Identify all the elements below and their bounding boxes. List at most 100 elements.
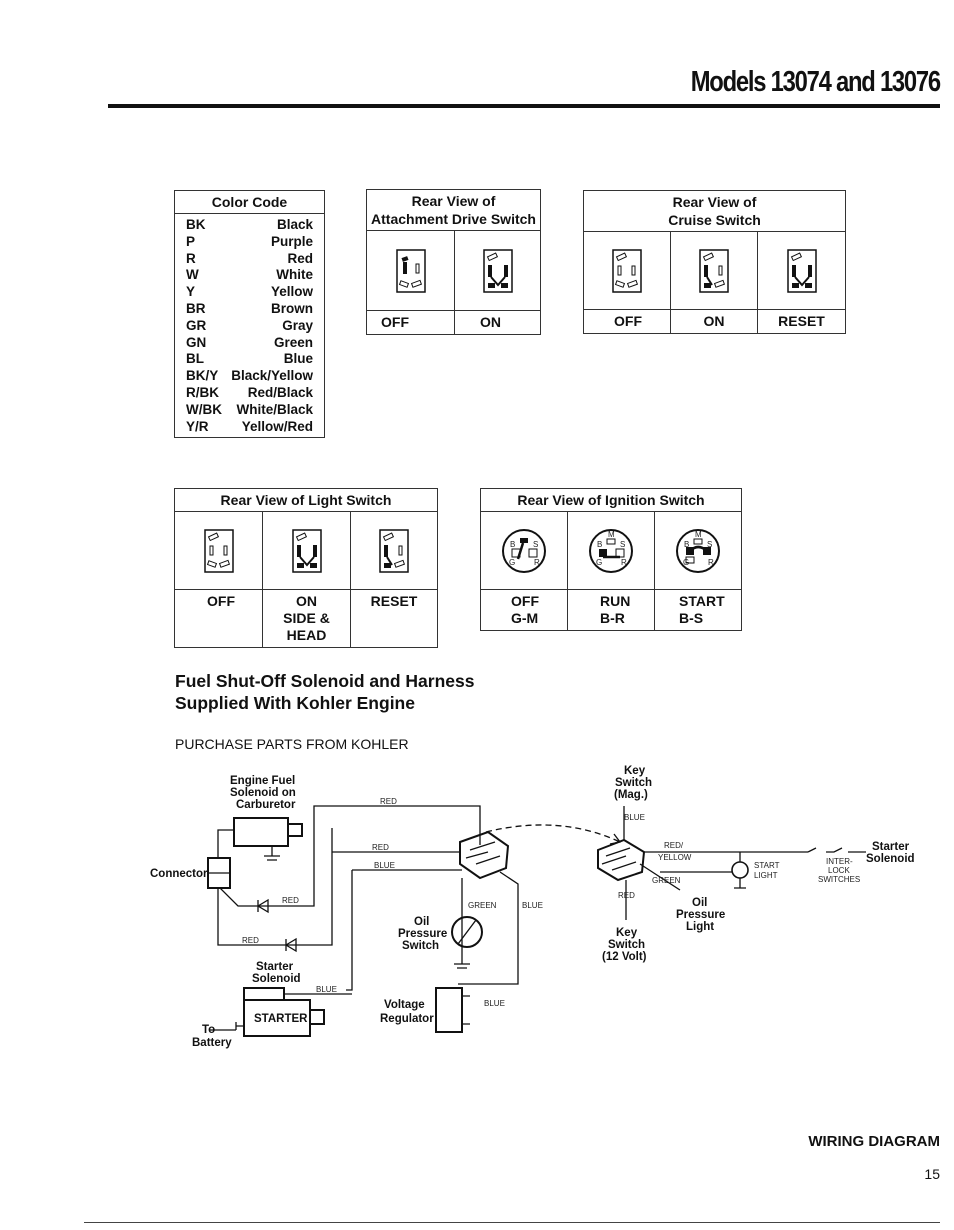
color-code-row: R Red [186, 251, 313, 268]
svg-text:Switch: Switch [615, 777, 652, 789]
attachment-drive-label-off: OFF [366, 310, 455, 335]
svg-text:B: B [510, 540, 515, 549]
svg-text:GREEN: GREEN [652, 876, 681, 885]
svg-text:BLUE: BLUE [522, 901, 543, 910]
attachment-drive-on-icon [454, 230, 541, 311]
svg-text:G: G [509, 558, 515, 567]
svg-text:Light: Light [686, 921, 714, 933]
svg-text:Oil: Oil [692, 897, 707, 909]
color-code-name: Green [273, 334, 313, 350]
svg-text:RED/: RED/ [664, 841, 684, 850]
svg-text:Pressure: Pressure [676, 909, 725, 921]
svg-text:S: S [620, 540, 625, 549]
light-off-icon [174, 511, 263, 590]
cruise-label-reset: RESET [757, 309, 846, 334]
color-code-row: BK Black [186, 217, 313, 234]
color-code-title: Color Code [174, 190, 325, 214]
svg-text:BLUE: BLUE [374, 861, 395, 870]
attachment-drive-label-on: ON [454, 310, 541, 335]
ignition-off-icon: B S G R [480, 511, 568, 590]
svg-text:S: S [533, 540, 538, 549]
color-code-name: White/Black [236, 401, 313, 417]
svg-text:R: R [621, 558, 627, 567]
svg-text:LIGHT: LIGHT [754, 871, 778, 880]
color-code-abbrev: Y/R [186, 418, 209, 434]
svg-text:BLUE: BLUE [624, 813, 645, 822]
svg-text:BLUE: BLUE [316, 985, 337, 994]
color-code-name: Blue [283, 351, 313, 367]
footer-rule [84, 1222, 940, 1223]
svg-text:Starter: Starter [256, 961, 294, 973]
svg-text:Regulator: Regulator [380, 1013, 434, 1025]
header-rule [108, 104, 940, 108]
light-label-off: OFF [174, 589, 263, 648]
svg-text:Engine Fuel: Engine Fuel [230, 775, 295, 787]
svg-text:BLUE: BLUE [484, 999, 505, 1008]
svg-text:Starter: Starter [872, 841, 910, 853]
svg-text:STARTER: STARTER [254, 1013, 308, 1025]
svg-text:M: M [608, 530, 615, 539]
svg-text:INTER-: INTER- [826, 857, 853, 866]
svg-text:GREEN: GREEN [468, 901, 497, 910]
svg-text:(Mag.): (Mag.) [614, 789, 648, 801]
color-code-abbrev: R [186, 250, 196, 266]
color-code-abbrev: BL [186, 351, 204, 367]
svg-text:M: M [695, 530, 702, 539]
ignition-switch-title: Rear View of Ignition Switch [480, 488, 742, 512]
color-code-abbrev: P [186, 233, 196, 249]
svg-text:Solenoid: Solenoid [866, 853, 915, 865]
color-code-name: Brown [271, 300, 313, 316]
svg-text:Solenoid on: Solenoid on [230, 787, 296, 799]
color-code-abbrev: R/BK [186, 384, 219, 400]
color-code-abbrev: W [186, 267, 199, 283]
svg-text:B: B [597, 540, 602, 549]
color-code-abbrev: W/BK [186, 401, 222, 417]
svg-text:Key: Key [616, 927, 638, 939]
wiring-diagram: Engine Fuel Solenoid on Carburetor Conne… [150, 765, 915, 1049]
svg-text:Oil: Oil [414, 916, 429, 928]
svg-text:SWITCHES: SWITCHES [818, 875, 860, 884]
color-code-name: White [276, 267, 313, 283]
svg-text:Battery: Battery [192, 1037, 232, 1049]
svg-text:YELLOW: YELLOW [658, 853, 692, 862]
svg-text:RED: RED [242, 936, 259, 945]
light-reset-icon [350, 511, 438, 590]
color-code-name: Purple [270, 233, 313, 249]
cruise-off-icon [583, 231, 671, 310]
svg-text:RED: RED [618, 891, 635, 900]
color-code-abbrev: GR [186, 317, 207, 333]
svg-text:RED: RED [282, 896, 299, 905]
svg-text:Switch: Switch [402, 940, 439, 952]
page-number: 15 [924, 1166, 940, 1182]
color-code-row: GN Green [186, 335, 313, 352]
svg-text:Switch: Switch [608, 939, 645, 951]
svg-text:RED: RED [372, 843, 389, 852]
color-code-abbrev: BK [186, 217, 206, 232]
svg-text:LOCK: LOCK [828, 866, 850, 875]
color-code-abbrev: Y [186, 284, 196, 300]
svg-text:START: START [754, 861, 780, 870]
color-code-abbrev: GN [186, 334, 207, 350]
page-title: Models 13074 and 13076 [690, 66, 941, 98]
svg-text:(12 Volt): (12 Volt) [602, 951, 647, 963]
color-code-row: BL Blue [186, 351, 313, 368]
svg-text:To: To [202, 1024, 215, 1036]
svg-text:Voltage: Voltage [384, 999, 425, 1011]
svg-text:RED: RED [380, 797, 397, 806]
svg-text:Solenoid: Solenoid [252, 973, 301, 985]
color-code-name: Red [287, 250, 313, 266]
svg-text:R: R [534, 558, 540, 567]
color-code-name: Black [276, 217, 313, 232]
